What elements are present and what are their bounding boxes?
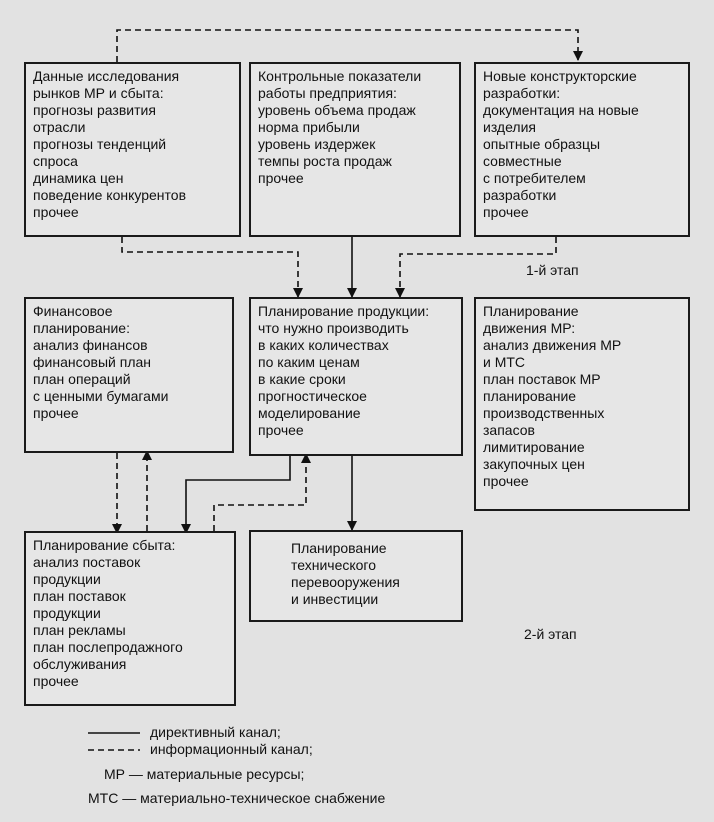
mr-movement-planning-items: анализ движения МР и МТС план поставок М… [483, 337, 622, 489]
stage-1-label: 1-й этап [526, 262, 579, 278]
production-planning-items: что нужно производить в каких количества… [258, 320, 409, 438]
production-planning-box: Планирование продукции: что нужно произв… [249, 297, 463, 456]
tech-reequipment-title: Планирование технического перевооружения… [291, 540, 400, 607]
control-indicators-items: уровень объема продаж норма прибыли уров… [258, 102, 416, 186]
control-indicators-title: Контрольные показатели работы предприяти… [258, 68, 422, 101]
info-link-market-to-design [116, 29, 583, 62]
new-designs-box: Новые конструкторские разработки: докуме… [474, 62, 690, 237]
financial-planning-box: Финансовое планирование: анализ финансов… [24, 297, 234, 453]
mr-movement-planning-box: Планирование движения МР: анализ движени… [474, 297, 690, 511]
legend-mr-label: МР — материальные ресурсы; [104, 766, 305, 782]
legend-directive-label: директивный канал; [150, 724, 281, 740]
info-link-market-to-production [121, 237, 303, 298]
financial-planning-title: Финансовое планирование: [33, 303, 130, 336]
sales-planning-items: анализ поставок продукции план поставок … [33, 554, 183, 689]
directive-link-production-to-sales [181, 456, 291, 534]
sales-planning-box: Планирование сбыта: анализ поставок прод… [24, 531, 236, 706]
financial-planning-items: анализ финансов финансовый план план опе… [33, 337, 169, 421]
new-designs-items: документация на новые изделия опытные об… [483, 102, 639, 220]
tech-reequipment-box: Планирование технического перевооружения… [249, 530, 463, 622]
mr-movement-planning-title: Планирование движения МР: [483, 303, 579, 336]
control-indicators-box: Контрольные показатели работы предприяти… [249, 62, 461, 237]
new-designs-title: Новые конструкторские разработки: [483, 68, 637, 101]
info-link-design-to-production [395, 237, 557, 298]
legend-informational-label: информационный канал; [150, 741, 313, 757]
stage-2-label: 2-й этап [524, 626, 577, 642]
legend-mts-label: МТС — материально-техническое снабжение [88, 790, 386, 806]
market-research-title: Данные исследования рынков МР и сбыта: [33, 68, 180, 101]
market-research-items: прогнозы развития отрасли прогнозы тенде… [33, 102, 187, 220]
sales-planning-title: Планирование сбыта: [33, 537, 176, 553]
market-research-box: Данные исследования рынков МР и сбыта: п… [24, 62, 241, 237]
production-planning-title: Планирование продукции: [258, 303, 430, 319]
info-link-sales-to-production [213, 453, 311, 531]
